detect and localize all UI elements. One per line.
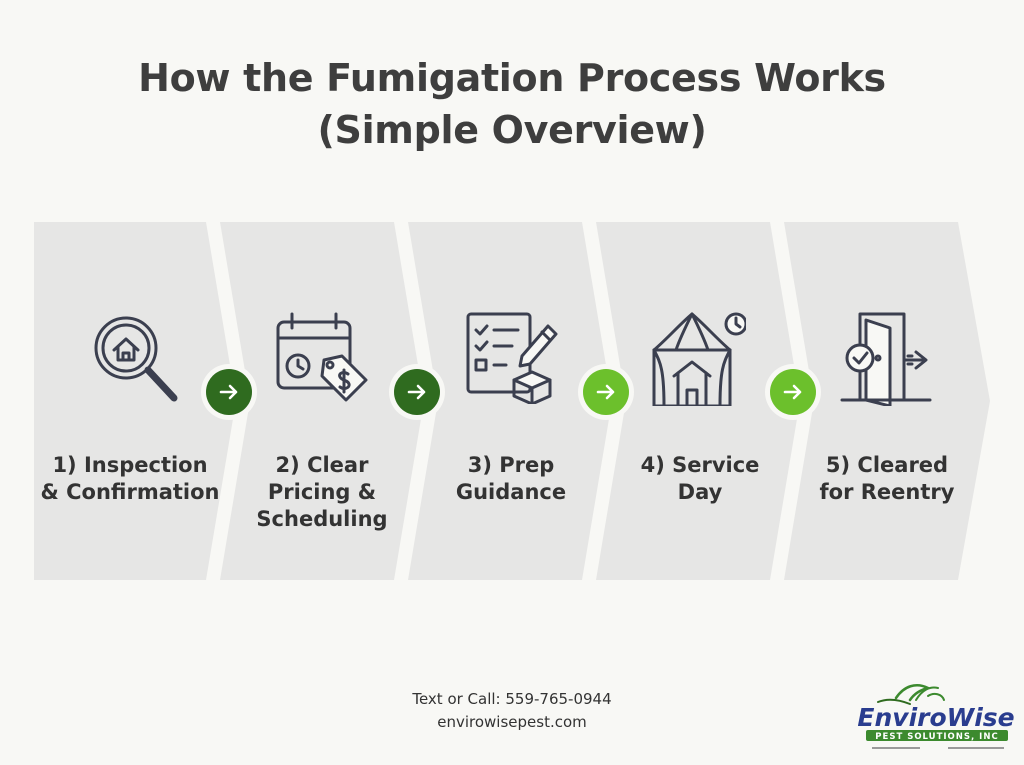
step-1-label-line: 1) Inspection (52, 453, 208, 477)
step-5-label-line: 5) Cleared (825, 453, 949, 477)
contact-info: Text or Call: 559-765-0944 envirowisepes… (312, 688, 712, 734)
logo-tagline: PEST SOLUTIONS, INC (875, 732, 998, 742)
title-line-1: How the Fumigation Process Works (138, 56, 886, 100)
arrow-right-icon (783, 384, 802, 400)
step-2-label-line: 2) Clear (275, 453, 369, 477)
company-logo: EnviroWise PEST SOLUTIONS, INC (857, 678, 1015, 758)
step-3-label-line: 3) Prep (467, 453, 555, 477)
step-3-panel (408, 222, 612, 580)
step-4-label-line: 4) Service (640, 453, 760, 477)
title-line-2: (Simple Overview) (317, 108, 707, 152)
magnifier-house-icon (88, 310, 184, 406)
calendar-price-tag-icon (272, 310, 368, 406)
open-door-check-icon (838, 310, 934, 408)
step-1-label: 1) Inspection & Confirmation (30, 452, 230, 506)
step-arrow-4 (770, 369, 816, 415)
step-3-label: 3) Prep Guidance (411, 452, 611, 506)
step-2-label: 2) Clear Pricing & Scheduling (222, 452, 422, 533)
step-1-panel (34, 222, 236, 580)
step-5-label-line: for Reentry (819, 480, 955, 504)
envirowise-logo-icon: EnviroWise PEST SOLUTIONS, INC (857, 684, 1015, 749)
logo-wordmark: EnviroWise (858, 703, 1014, 732)
contact-website[interactable]: envirowisepest.com (437, 713, 587, 731)
step-4-label: 4) Service Day (600, 452, 800, 506)
step-4-label-line: Day (677, 480, 723, 504)
step-5-label: 5) Cleared for Reentry (787, 452, 987, 506)
step-arrow-2 (394, 369, 440, 415)
arrow-right-icon (407, 384, 426, 400)
arrow-right-icon (596, 384, 615, 400)
arrow-right-icon (219, 384, 238, 400)
step-arrow-1 (206, 369, 252, 415)
step-2-label-line: Scheduling (256, 507, 388, 531)
checklist-pencil-box-icon (462, 308, 558, 406)
tented-house-clock-icon (650, 310, 748, 408)
step-2-label-line: Pricing & (267, 480, 377, 504)
step-1-label-line: & Confirmation (40, 480, 220, 504)
step-arrow-3 (583, 369, 629, 415)
step-3-label-line: Guidance (455, 480, 567, 504)
page-title: How the Fumigation Process Works (Simple… (0, 52, 1024, 156)
step-2-panel (220, 222, 424, 580)
contact-phone: Text or Call: 559-765-0944 (412, 690, 612, 708)
